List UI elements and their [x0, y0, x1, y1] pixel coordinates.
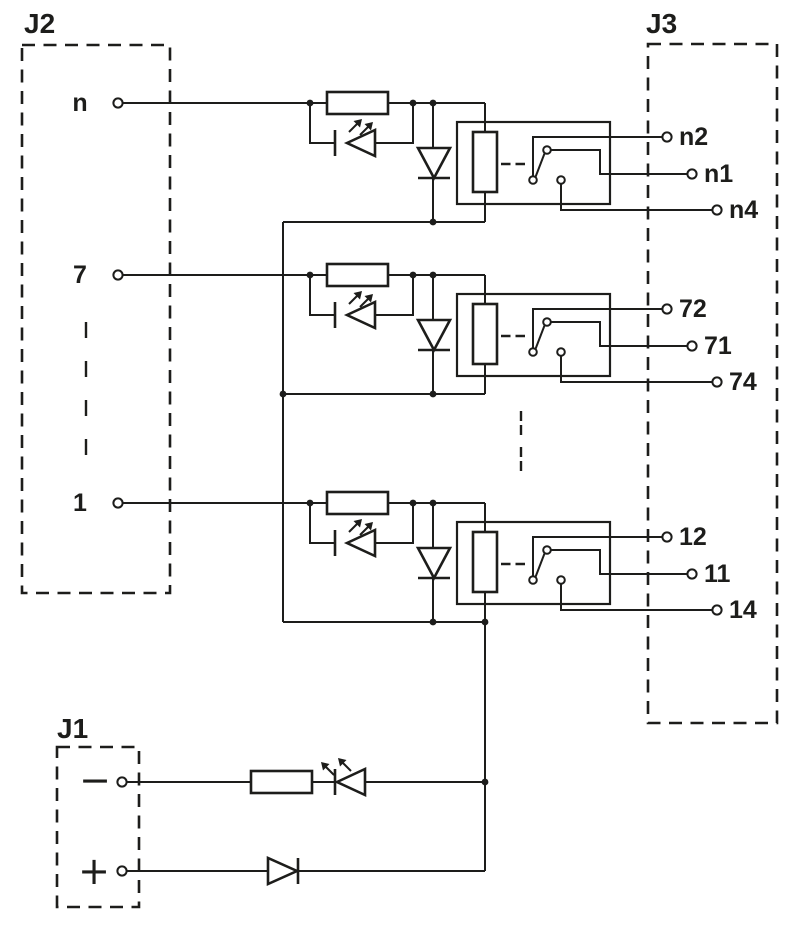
connector-j1-box: [55, 745, 141, 909]
terminal-label-74: 74: [729, 368, 757, 396]
input-label-1: 1: [73, 489, 87, 517]
connector-j1-label: J1: [57, 713, 88, 744]
terminal-label-71: 71: [704, 332, 732, 360]
minus-terminal-circle: [116, 776, 128, 788]
connector-j3-label: J3: [646, 8, 677, 39]
junction-dot: [481, 618, 489, 626]
relay-channel-7: [113, 264, 721, 397]
led-emission-arrow-icon: [320, 761, 335, 776]
terminal-label-11: 11: [704, 560, 731, 588]
terminal-label-n4: n4: [729, 196, 758, 224]
input-label-7: 7: [73, 261, 87, 289]
relay-channel-n: [113, 92, 721, 225]
junction-dot: [279, 390, 287, 398]
led-emission-arrow-icon: [337, 757, 352, 772]
minus-symbol: −: [79, 758, 111, 802]
terminal-label-n2: n2: [679, 123, 708, 151]
connector-j3-box: [646, 42, 779, 725]
connector-j2-box: [20, 43, 172, 595]
supply-resistor: [249, 769, 314, 795]
power-led: [333, 766, 367, 798]
plus-symbol: +: [78, 849, 110, 893]
terminal-label-n1: n1: [704, 160, 733, 188]
plus-terminal-circle: [116, 865, 128, 877]
terminal-label-72: 72: [679, 295, 707, 323]
polarity-diode: [266, 855, 301, 887]
terminal-label-14: 14: [729, 596, 757, 624]
terminal-label-12: 12: [679, 523, 707, 551]
input-label-n: n: [72, 89, 87, 117]
relay-channel-1: [113, 492, 721, 625]
connector-j2-label: J2: [24, 8, 55, 39]
